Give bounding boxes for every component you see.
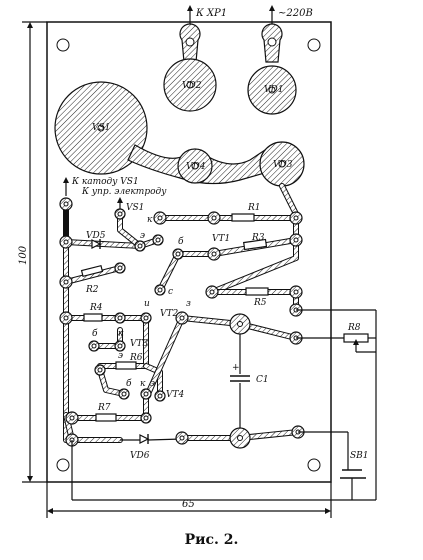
vd3-label: VD3 (273, 160, 293, 170)
power-copper (54, 23, 305, 217)
vt4-label: VT4 (166, 390, 185, 400)
r5-label: R5 (253, 298, 267, 308)
r8-label: R8 (347, 323, 361, 333)
r4-label: R4 (89, 303, 103, 313)
connector-xp1-label: К ХР1 (195, 8, 227, 19)
vd4-label: VD4 (186, 162, 206, 172)
vd5-diode (91, 239, 102, 249)
r2-label: R2 (85, 285, 99, 295)
note-control-label: К упр. электроду (81, 187, 167, 197)
pin-b-vt1: б (178, 236, 184, 247)
note-cathode: К катоду VS1 (63, 177, 139, 196)
note-cathode-label: К катоду VS1 (71, 177, 139, 187)
mounting-hole (56, 38, 70, 52)
r2-body (80, 264, 104, 278)
pin-k-vt1: к (147, 215, 153, 225)
r8-potentiometer (296, 309, 377, 356)
r5-body (245, 287, 269, 296)
note-vs1-label: VS1 (126, 203, 144, 213)
dimension-width-label: 65 (182, 499, 195, 510)
note-control: К упр. электроду VS1 (81, 187, 167, 214)
r3-label: R3 (251, 233, 265, 243)
dimension-height: 100 (18, 21, 47, 483)
figure-caption: Рис. 2. (184, 532, 239, 548)
c1-capacitor (230, 334, 250, 428)
mounting-hole (56, 458, 70, 472)
vt3-label: VT3 (130, 339, 149, 349)
r3-body (243, 238, 268, 251)
pin-k-vt3: к (118, 329, 124, 339)
r7-label: R7 (97, 403, 111, 413)
board-outline (46, 21, 332, 483)
r1-body (231, 213, 255, 222)
pin-c-vt1: с (168, 287, 173, 297)
r7-body (95, 413, 117, 422)
vt2-label: VT2 (160, 309, 179, 319)
c1-label: C1 (256, 375, 269, 385)
mounting-hole (307, 38, 321, 52)
vd6-diode (120, 434, 183, 444)
mounting-hole (307, 458, 321, 472)
connector-mains-label: ~220В (278, 8, 313, 19)
r6-label: R6 (129, 353, 143, 363)
pin-u-vt2: и (144, 299, 150, 309)
sb1-switch (71, 356, 377, 501)
vd6-label: VD6 (130, 451, 150, 461)
pin-z-vt2: з (186, 299, 191, 309)
pin-e-vd5: э (140, 231, 145, 241)
dimension-height-label: 100 (18, 245, 29, 265)
r1-label: R1 (247, 203, 261, 213)
sb1-label: SB1 (350, 451, 369, 461)
vs1-label: VS1 (92, 123, 110, 133)
r6-body (115, 361, 137, 370)
vd2-label: VD2 (182, 81, 202, 91)
vd5-label: VD5 (86, 231, 106, 241)
r4-body (83, 313, 103, 322)
c1-plus: + (232, 363, 240, 373)
pin-e-vt3: э (118, 351, 123, 361)
traces-vt1 (157, 215, 299, 313)
vt1-label: VT1 (212, 234, 230, 244)
pin-b-vt4: б (126, 378, 132, 389)
pin-b-vt3: б (92, 328, 98, 339)
pin-k-vt4: к (140, 379, 146, 389)
pads (59, 197, 305, 447)
pin-e-vt4: э (150, 379, 155, 389)
vd1-label: VD1 (264, 85, 283, 95)
